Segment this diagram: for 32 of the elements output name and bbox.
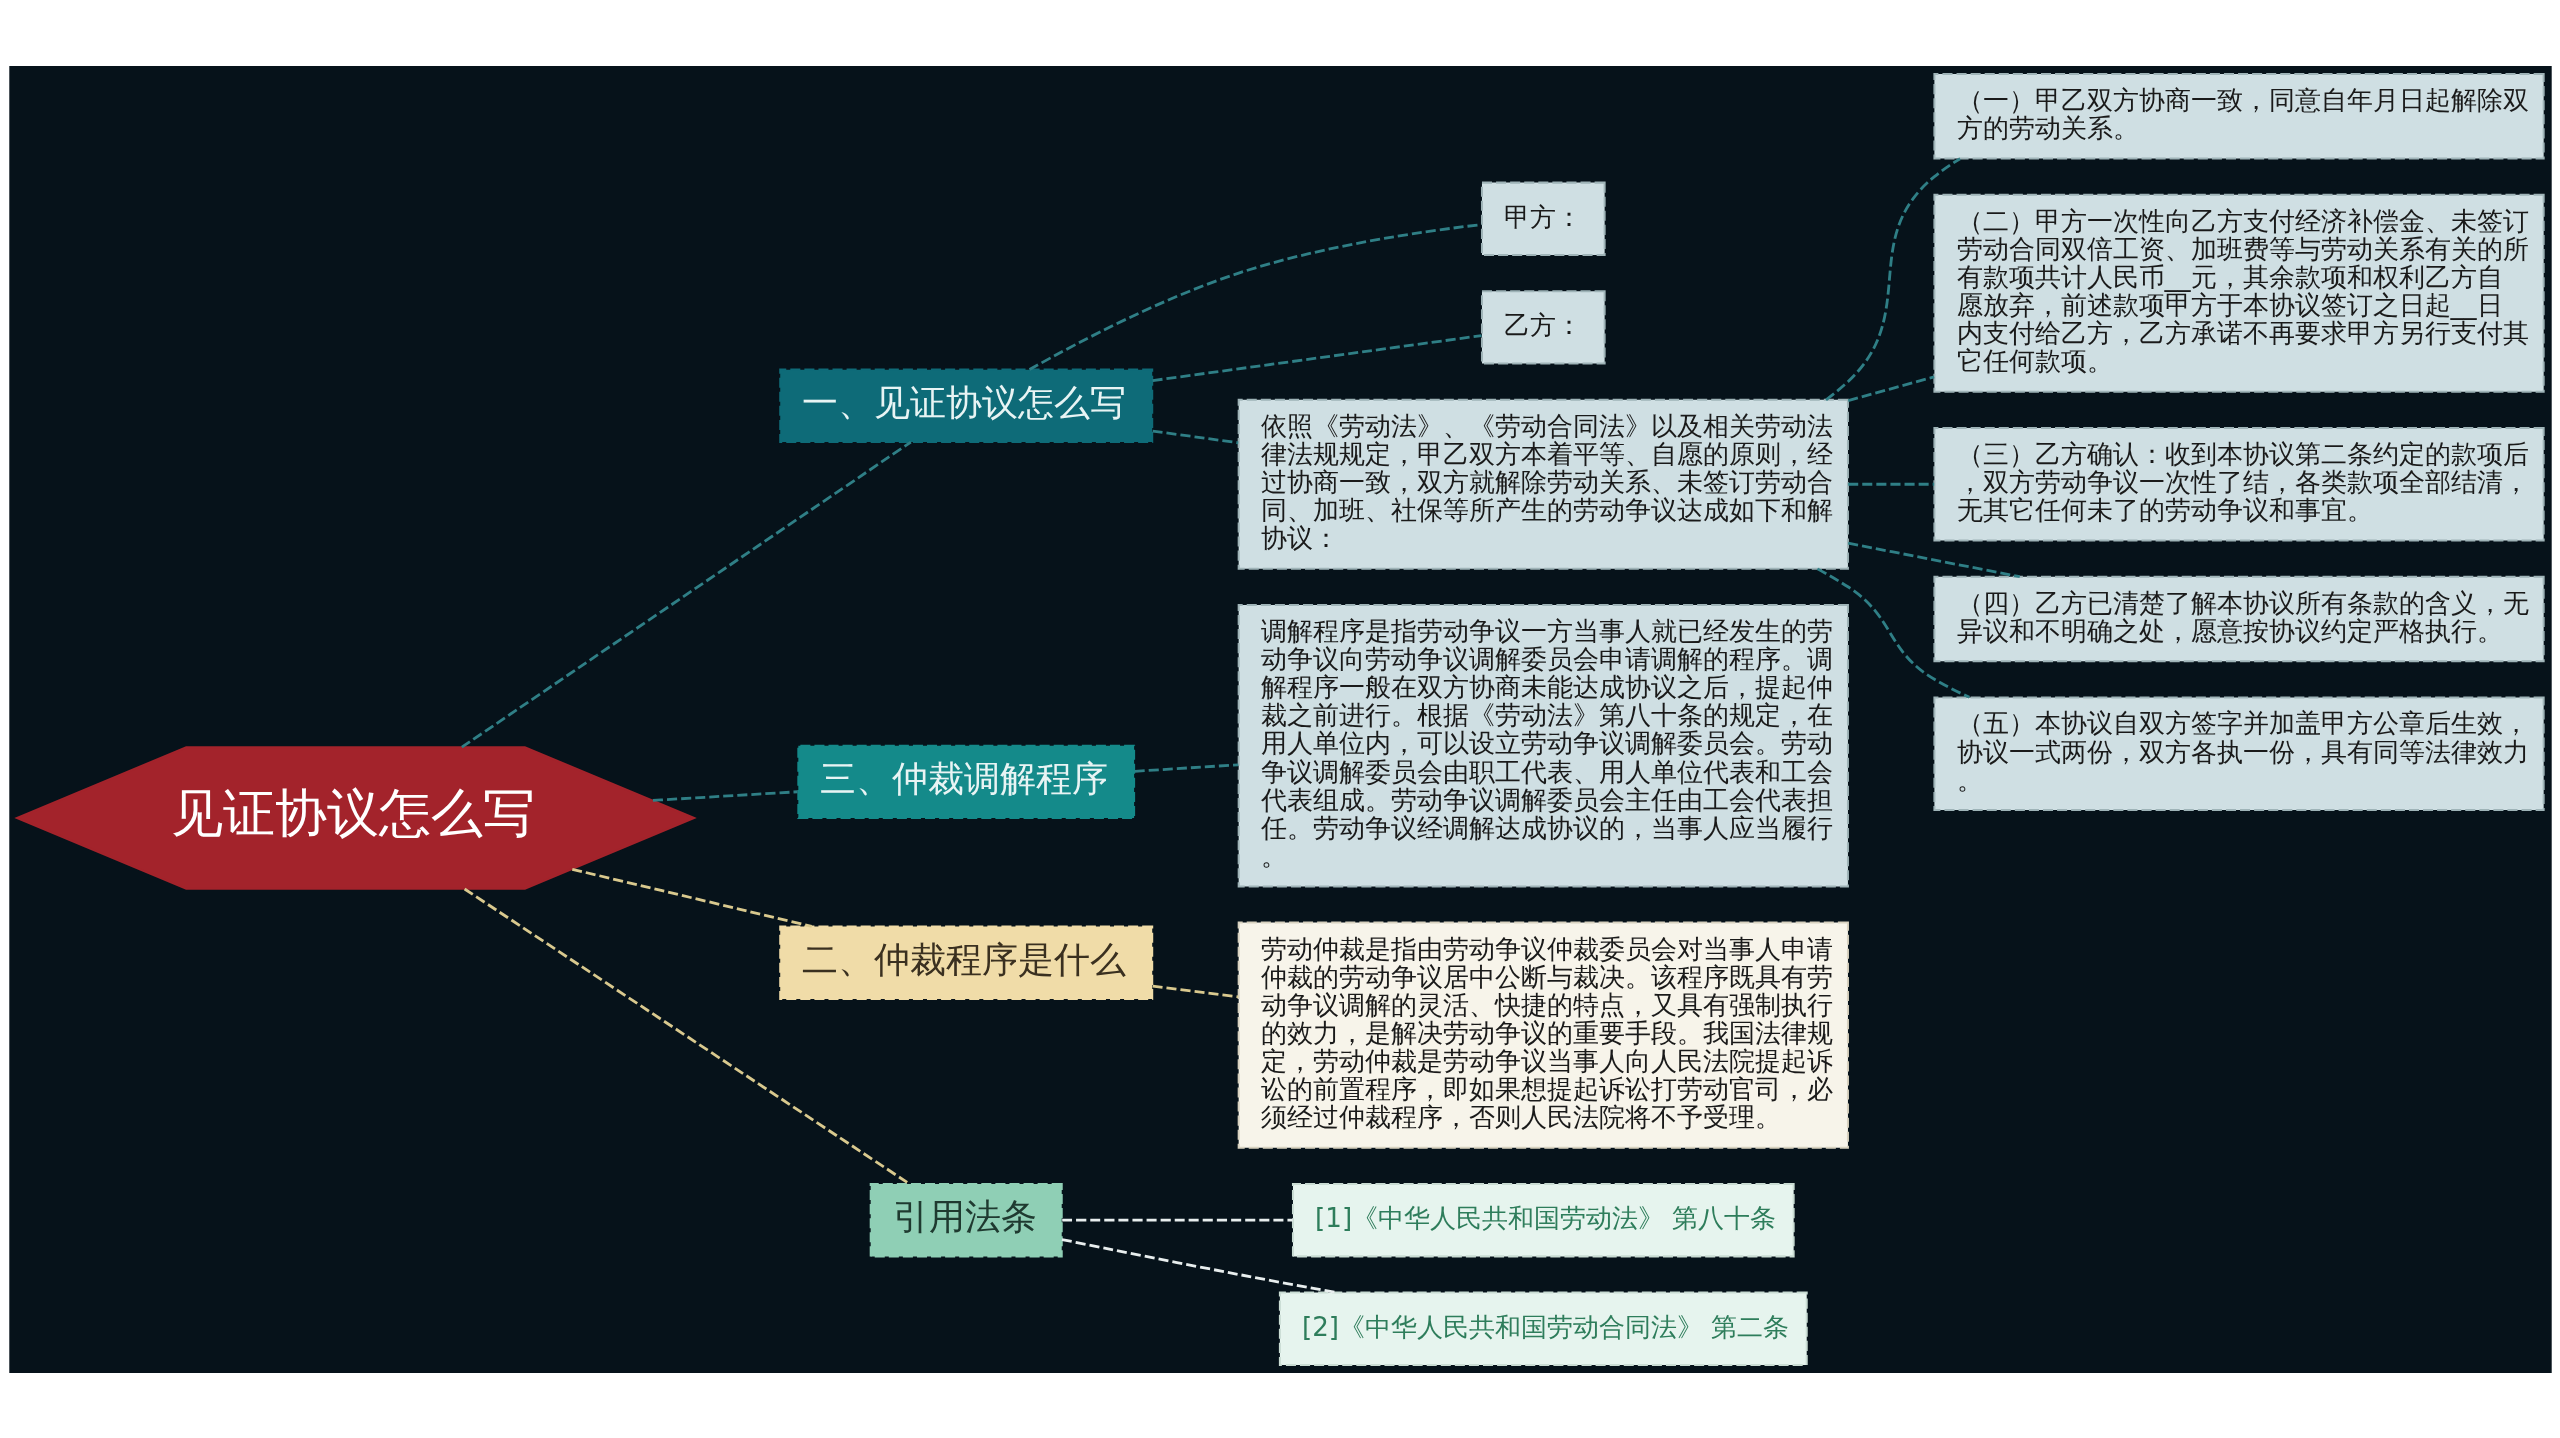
node-box: 乙方：: [1480, 289, 1606, 365]
connector: [1134, 762, 1238, 773]
connector: [1061, 1218, 1293, 1222]
node-box: 调解程序是指劳动争议一方当事人就已经发生的劳动争议向劳动争议调解委员会申请调解的程序。调解程序一般在双方协商未能达成协议之后，提起仲裁之前进行。根据《劳动法》第八十条的规定，在用人单位内，可以设立劳动争议调解委员会。劳动争议调解委员会由职工代表、用人单位代表和工会代表组成。劳动争议调解委员会主任由工会代表担任。劳动争议经调解达成协议的，当事人应当履行。: [1237, 603, 1849, 887]
connector: [571, 867, 812, 928]
connector: [652, 789, 798, 802]
connector: [1152, 984, 1238, 998]
node-box: （一）甲乙双方协商一致，同意自年月日起解除双方的劳动关系。: [1932, 72, 2545, 159]
node-box: （五）本协议自双方签字并加盖甲方公章后生效，协议一式两份，双方各执一份，具有同等法律效力。: [1932, 695, 2545, 811]
connector: [1847, 482, 1934, 486]
connector: [1061, 1237, 1336, 1294]
node-box: 甲方：: [1480, 181, 1606, 256]
connector: [1152, 333, 1482, 382]
connector: [1847, 541, 2020, 578]
node-box: 一、见证协议怎么写: [778, 368, 1153, 443]
node-box: 二、仲裁程序是什么: [778, 925, 1153, 1000]
node-box: （二）甲方一次性向乙方支付经济补偿金、未签订劳动合同双倍工资、加班费等与劳动关系有关的所有款项共计人民币__元，其余款项和权利乙方自愿放弃，前述款项甲方于本协议签订之日起__日内支付给乙方，乙方承诺不再要求甲方另行支付其它任何款项。: [1932, 193, 2545, 393]
node-box: 劳动仲裁是指由劳动争议仲裁委员会对当事人申请仲裁的劳动争议居中公断与裁决。该程序既具有劳动争议调解的灵活、快捷的特点，又具有强制执行的效力，是解决劳动争议的重要手段。我国法律规定，劳动仲裁是劳动争议当事人向人民法院提起诉讼的前置程序，即如果想提起诉讼打劳动官司，必须经过仲裁程序，否则人民法院将不予受理。: [1237, 921, 1849, 1149]
connector: [1152, 429, 1238, 444]
connector: [1816, 567, 1970, 699]
node-box: 引用法条: [869, 1182, 1063, 1257]
node-box: 依照《劳动法》、《劳动合同法》以及相关劳动法律法规规定，甲乙双方本着平等、自愿的原则，经过协商一致，双方就解除劳动关系、未签订劳动合同、加班、社保等所产生的劳动争议达成如下和解协议：: [1237, 398, 1849, 570]
connector: [1028, 222, 1482, 371]
connector: [1847, 375, 1934, 402]
node-box: （四）乙方已清楚了解本协议所有条款的含义，无异议和不明确之处，愿意按协议约定严格执行。: [1932, 575, 2545, 662]
node-box: 三、仲裁调解程序: [796, 744, 1135, 819]
connector: [1824, 157, 1961, 401]
node-box: （三）乙方确认：收到本协议第二条约定的款项后，双方劳动争议一次性了结，各类款项全部结清，无其它任何未了的劳动争议和事宜。: [1932, 426, 2545, 542]
node-box: [1]《中华人民共和国劳动法》 第八十条: [1291, 1182, 1795, 1257]
connector: [463, 887, 910, 1185]
node-box: [2]《中华人民共和国劳动合同法》 第二条: [1278, 1291, 1808, 1366]
connector: [460, 440, 912, 748]
